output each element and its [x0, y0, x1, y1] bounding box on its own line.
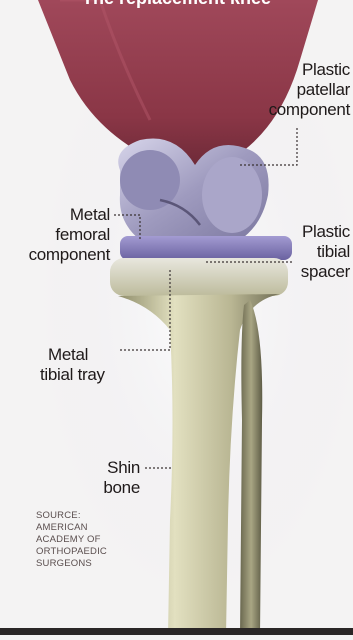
diagram-title: The replacement knee	[0, 0, 353, 9]
fibula-shape	[240, 300, 262, 635]
label-line: tibial	[270, 242, 350, 262]
label-line: Shin	[80, 458, 140, 478]
label-line: component	[10, 245, 110, 265]
label-line: Plastic	[250, 60, 350, 80]
patella-shape	[120, 150, 180, 210]
source-line: SURGEONS	[36, 558, 107, 570]
label-line: spacer	[270, 262, 350, 282]
source-line: SOURCE:	[36, 510, 107, 522]
label-metal-femoral-component: Metal femoral component	[10, 205, 110, 265]
label-line: patellar	[250, 80, 350, 100]
source-credit: SOURCE: AMERICAN ACADEMY OF ORTHOPAEDIC …	[36, 510, 107, 570]
bottom-rule	[0, 628, 353, 635]
label-line: Metal	[10, 205, 110, 225]
source-line: ACADEMY OF	[36, 534, 107, 546]
label-metal-tibial-tray: Metal tibial tray	[40, 345, 150, 385]
label-line: component	[250, 100, 350, 120]
label-line: tibial tray	[40, 365, 150, 385]
label-plastic-patellar-component: Plastic patellar component	[250, 60, 350, 120]
source-line: AMERICAN	[36, 522, 107, 534]
label-plastic-tibial-spacer: Plastic tibial spacer	[270, 222, 350, 282]
label-line: femoral	[10, 225, 110, 245]
label-line: bone	[80, 478, 140, 498]
label-line: Metal	[40, 345, 150, 365]
label-line: Plastic	[270, 222, 350, 242]
condyle-shape	[202, 157, 262, 233]
source-line: ORTHOPAEDIC	[36, 546, 107, 558]
label-shin-bone: Shin bone	[80, 458, 140, 498]
tibial-spacer-shape	[120, 236, 292, 260]
tibial-tray-shape	[110, 258, 288, 296]
